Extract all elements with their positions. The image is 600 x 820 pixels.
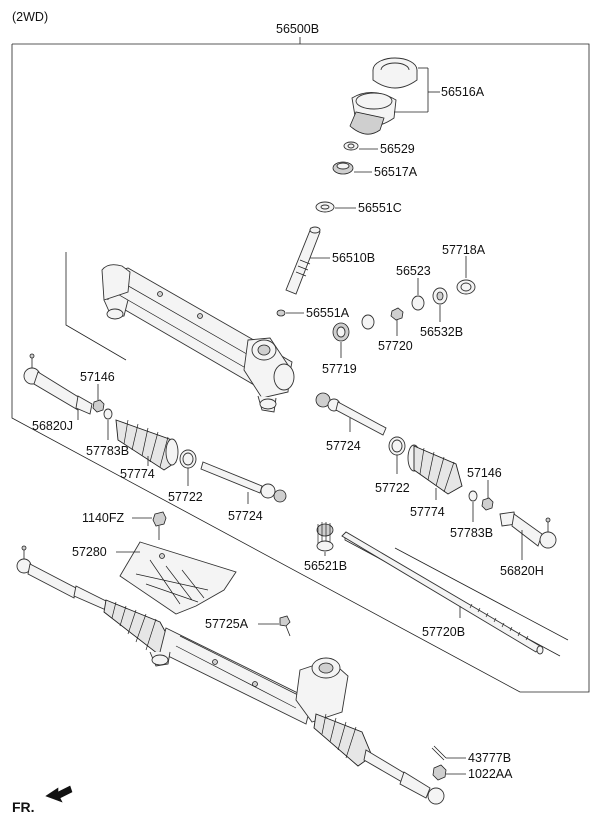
callout-1022AA: 1022AA: [468, 767, 513, 781]
callout-56510B: 56510B: [332, 251, 375, 265]
assembly-number-label: 56500B: [276, 22, 319, 36]
tie-rod-end-56820J: [23, 353, 93, 415]
callout-56820J: 56820J: [32, 419, 73, 433]
callout-56532B: 56532B: [420, 325, 463, 339]
boot-57774-right: [407, 444, 463, 495]
callout-57280: 57280: [72, 545, 107, 559]
callout-56517A: 56517A: [374, 165, 418, 179]
callout-57774-right: 57774: [410, 505, 445, 519]
clip-57783B-left: [103, 408, 113, 420]
heat-shield-57280: [119, 541, 237, 615]
callout-57783B-right: 57783B: [450, 526, 493, 540]
callout-57720B: 57720B: [422, 625, 465, 639]
cover-56516A: [349, 57, 418, 135]
assembled-gear-left-end: [16, 545, 109, 611]
pinion-56510B: [285, 226, 321, 295]
yoke-57719: [332, 322, 350, 342]
callout-57718A: 57718A: [442, 243, 486, 257]
bushing-56532B: [432, 287, 448, 305]
cotter-pin-43777B: [431, 745, 447, 761]
callout-57722-right: 57722: [375, 481, 410, 495]
callout-1140FZ: 1140FZ: [82, 511, 125, 525]
front-direction-label: FR.: [12, 799, 35, 815]
callout-56523: 56523: [396, 264, 431, 278]
variant-label: (2WD): [12, 10, 48, 24]
callout-57146-right: 57146: [467, 466, 502, 480]
callout-56521B: 56521B: [304, 559, 347, 573]
washer-56529: [343, 141, 359, 151]
pinion-gear-56521B: [316, 522, 334, 552]
rack-frame-upper: [394, 547, 569, 641]
rack-bar-57720B: [341, 531, 544, 655]
callout-56551A: 56551A: [306, 306, 350, 320]
callout-57722-left: 57722: [168, 490, 203, 504]
assembled-gear-housing: [149, 627, 349, 725]
bolt-56551A: [276, 309, 286, 317]
washer-56551C: [315, 201, 335, 213]
nut-57720: [361, 307, 404, 330]
rack-housing: [101, 264, 295, 413]
assembly-boundary: [11, 43, 590, 693]
front-arrow-icon: [45, 785, 73, 803]
clamp-57722-left: [179, 449, 197, 469]
callout-56551C: 56551C: [358, 201, 402, 215]
callout-57725A: 57725A: [205, 617, 249, 631]
ring-57718A: [456, 279, 476, 295]
callout-57719: 57719: [322, 362, 357, 376]
assembled-gear-right-boot: [313, 713, 373, 767]
inner-tie-rod-57724-right: [315, 392, 387, 436]
callout-57724-right: 57724: [326, 439, 361, 453]
nut-57146-right: [481, 497, 494, 511]
bolt-1140FZ: [152, 511, 167, 540]
tie-rod-end-56820H: [499, 511, 557, 549]
callout-57783B-left: 57783B: [86, 444, 129, 458]
nut-57146-left: [92, 399, 105, 413]
ring-56523: [411, 295, 425, 311]
inner-tie-rod-57724-left: [200, 461, 287, 503]
callout-57146-left: 57146: [80, 370, 115, 384]
callout-57724-left: 57724: [228, 509, 263, 523]
callout-56529: 56529: [380, 142, 415, 156]
assembled-gear-right-end: [363, 749, 445, 805]
nut-1022AA: [432, 764, 447, 781]
callout-43777B: 43777B: [468, 751, 511, 765]
callout-57720: 57720: [378, 339, 413, 353]
callout-56516A: 56516A: [441, 85, 485, 99]
bolt-57725A: [279, 615, 291, 637]
clamp-57722-right: [388, 436, 406, 456]
callout-57774-left: 57774: [120, 467, 155, 481]
housing-frame-left: [65, 252, 127, 361]
callout-56820H: 56820H: [500, 564, 544, 578]
boot-57774-left: [115, 419, 179, 471]
clip-57783B-right: [468, 490, 478, 502]
seal-56517A: [332, 161, 354, 175]
